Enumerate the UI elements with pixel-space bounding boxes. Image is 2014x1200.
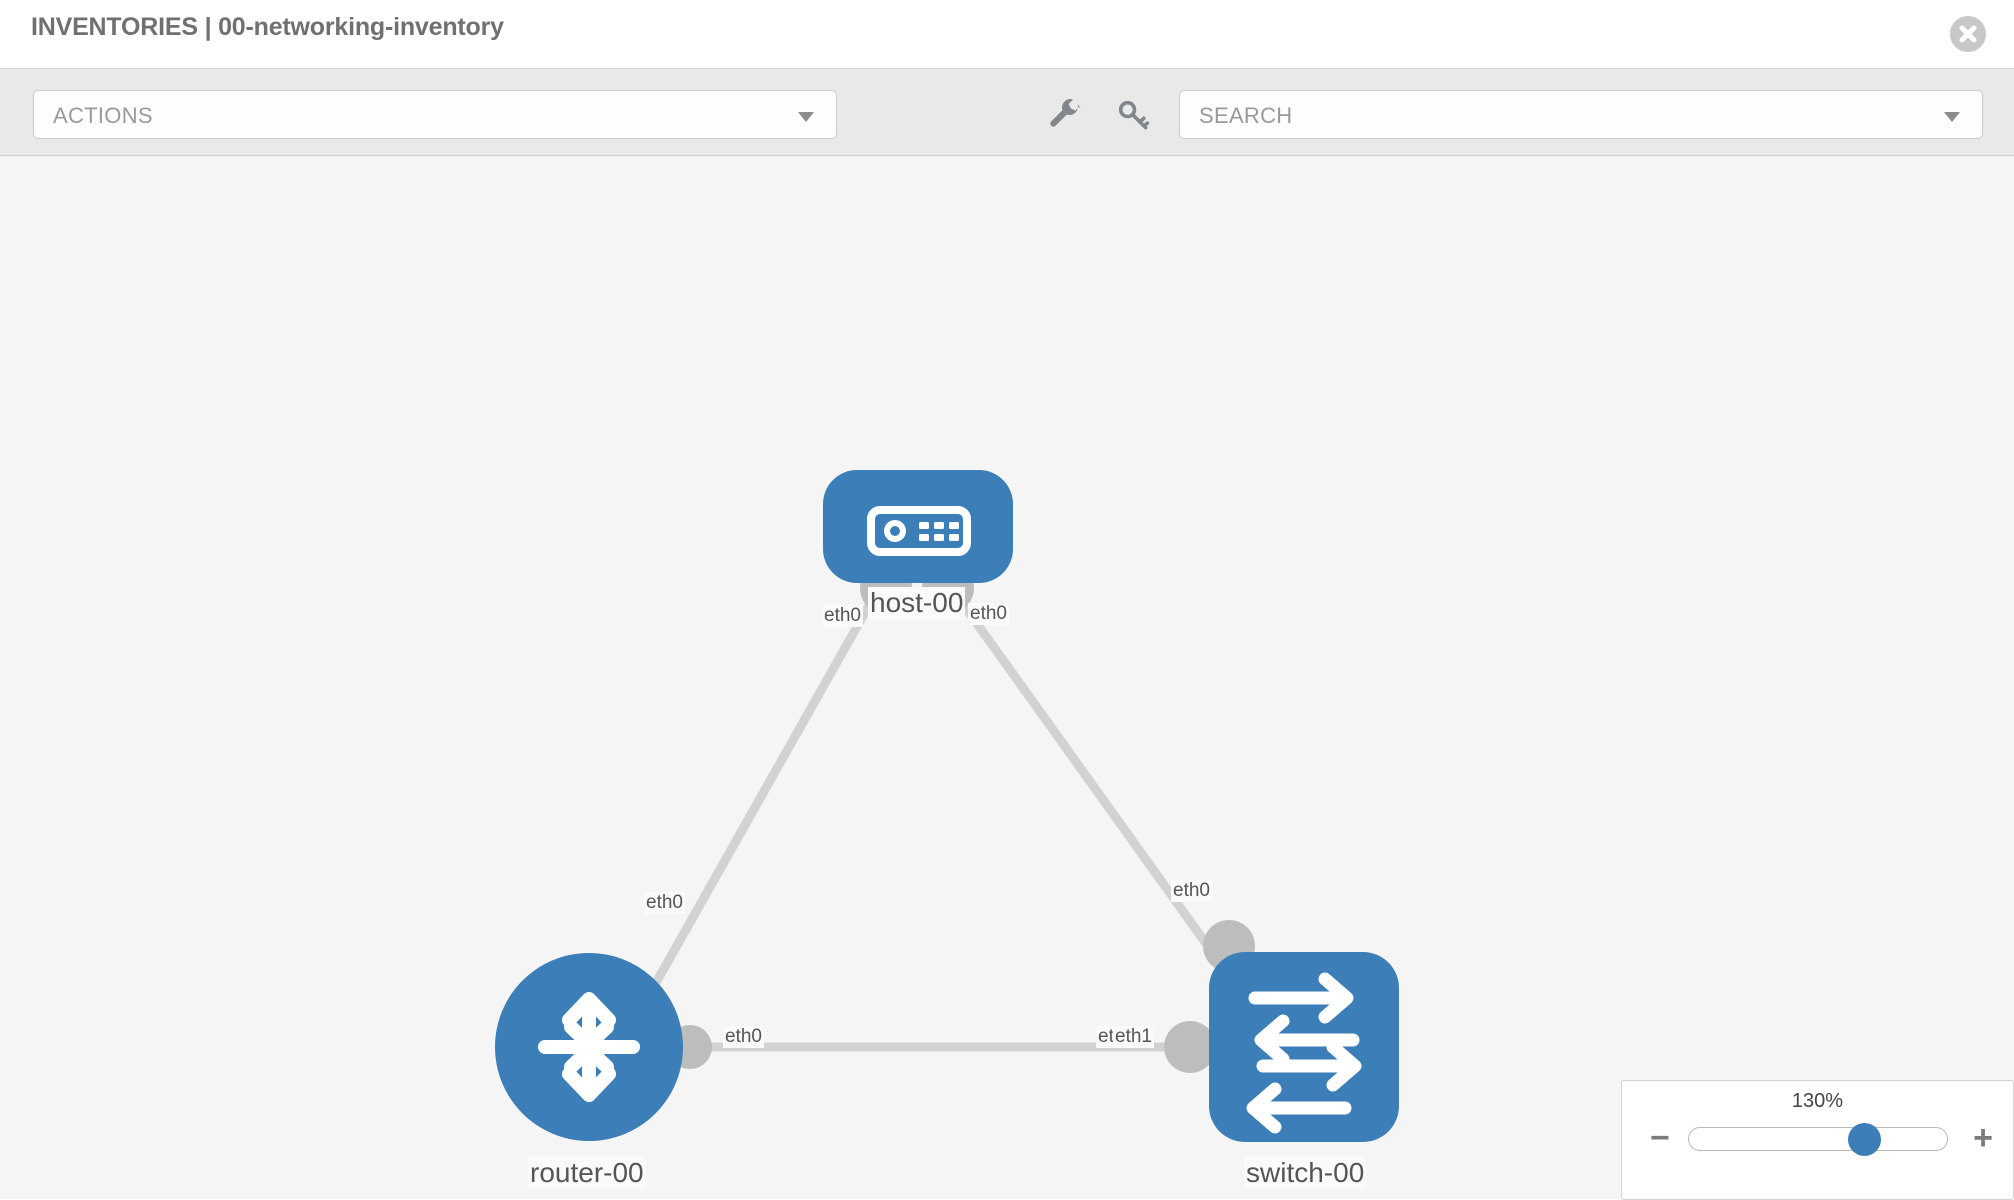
server-icon bbox=[867, 506, 971, 556]
actions-dropdown[interactable]: ACTIONS bbox=[33, 90, 837, 139]
node-label-switch-00: switch-00 bbox=[1244, 1157, 1367, 1189]
iface-label-host-right: eth0 bbox=[968, 603, 1009, 625]
key-icon[interactable] bbox=[1115, 97, 1151, 133]
node-label-host-00: host-00 bbox=[868, 587, 966, 619]
topology-edges bbox=[635, 581, 1220, 1052]
router-icon bbox=[538, 992, 640, 1102]
topology-graph[interactable] bbox=[0, 156, 2014, 1199]
iface-label-router-up: eth0 bbox=[644, 892, 685, 914]
actions-dropdown-label: ACTIONS bbox=[53, 103, 153, 128]
iface-label-switch-left-b: eth1 bbox=[1113, 1026, 1154, 1048]
topology-canvas[interactable]: host-00 router-00 switch-00 eth0 eth0 et… bbox=[0, 156, 2014, 1199]
port-switch-left bbox=[1164, 1021, 1216, 1073]
search-placeholder: SEARCH bbox=[1199, 103, 1293, 128]
wrench-icon[interactable] bbox=[1047, 97, 1083, 133]
zoom-level-label: 130% bbox=[1791, 1090, 1844, 1112]
node-switch-00[interactable] bbox=[1209, 952, 1399, 1142]
zoom-control: 130% − + bbox=[1621, 1080, 2014, 1200]
zoom-slider-track[interactable] bbox=[1688, 1123, 1948, 1156]
zoom-slider-thumb[interactable] bbox=[1847, 1123, 1881, 1156]
close-icon[interactable] bbox=[1950, 16, 1986, 52]
node-host-00[interactable] bbox=[823, 470, 1013, 583]
toolbar: ACTIONS SEARCH bbox=[0, 69, 2014, 156]
page-title: INVENTORIES | 00-networking-inventory bbox=[31, 13, 504, 41]
iface-label-router-right: eth0 bbox=[723, 1026, 764, 1048]
edge-host-router bbox=[635, 581, 885, 1016]
zoom-out-button[interactable]: − bbox=[1650, 1119, 1670, 1157]
iface-label-switch-up: eth0 bbox=[1171, 880, 1212, 902]
node-label-router-00: router-00 bbox=[528, 1157, 646, 1189]
node-router-00[interactable] bbox=[495, 953, 683, 1141]
edge-host-switch bbox=[945, 581, 1220, 961]
search-chevron-down-icon bbox=[1944, 112, 1960, 122]
topology-ports bbox=[668, 562, 1255, 1073]
search-input[interactable]: SEARCH bbox=[1179, 90, 1983, 139]
zoom-in-button[interactable]: + bbox=[1973, 1119, 1993, 1157]
switch-icon bbox=[1246, 972, 1362, 1134]
iface-label-host-left: eth0 bbox=[822, 605, 863, 627]
page-header: INVENTORIES | 00-networking-inventory bbox=[0, 0, 2014, 69]
chevron-down-icon bbox=[798, 112, 814, 122]
